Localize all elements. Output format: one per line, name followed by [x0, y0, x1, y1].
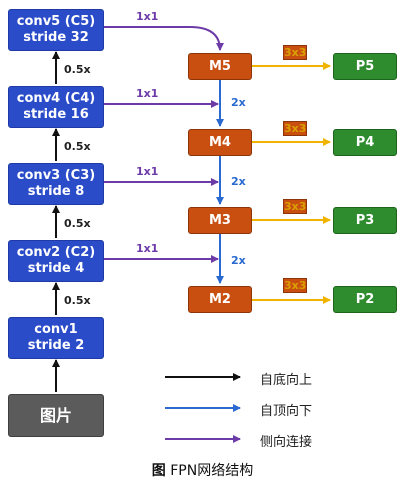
- merge-node-m5-label: M5: [209, 58, 231, 74]
- input-image-label: 图片: [39, 405, 72, 425]
- figure-caption: 图 FPN网络结构: [0, 460, 405, 480]
- input-image-box: 图片: [8, 394, 104, 437]
- merge-node-m2: M2: [188, 286, 252, 313]
- output-node-p3-label: P3: [355, 212, 375, 228]
- backbone-conv1-name: conv1: [34, 322, 78, 337]
- merge-node-m4-label: M4: [209, 134, 231, 150]
- merge-node-m5: M5: [188, 53, 252, 80]
- merge-node-m3-label: M3: [209, 212, 231, 228]
- merge-node-m2-label: M2: [209, 291, 231, 307]
- downsample-label-c4-c5: 0.5x: [64, 63, 91, 76]
- figure-caption-prefix: 图: [151, 463, 166, 479]
- output-node-p5-label: P5: [355, 58, 375, 74]
- backbone-conv4-stride: stride 16: [23, 107, 89, 122]
- downsample-label-c1-c2: 0.5x: [64, 294, 91, 307]
- lateral-label-c3: 1x1: [136, 165, 159, 178]
- backbone-conv2-name: conv2 (C2): [16, 245, 96, 260]
- output-node-p2-label: P2: [355, 291, 375, 307]
- conv-label-p4: 3x3: [283, 121, 308, 136]
- output-node-p3: P3: [333, 207, 397, 234]
- downsample-label-c3-c4: 0.5x: [64, 140, 91, 153]
- figure-caption-text: FPN网络结构: [165, 463, 254, 479]
- backbone-conv1: conv1 stride 2: [8, 317, 104, 359]
- upsample-label-m4-m3: 2x: [231, 175, 246, 188]
- lateral-arrow-c5-m5: [104, 26, 224, 51]
- lateral-label-c5: 1x1: [136, 10, 159, 23]
- conv-label-p3: 3x3: [283, 199, 308, 214]
- legend-label-top-down: 自顶向下: [260, 404, 313, 419]
- upsample-label-m3-m2: 2x: [231, 254, 246, 267]
- backbone-conv2-stride: stride 4: [27, 261, 85, 276]
- backbone-conv3: conv3 (C3) stride 8: [8, 163, 104, 205]
- output-node-p4: P4: [333, 129, 397, 156]
- lateral-label-c2: 1x1: [136, 242, 159, 255]
- lateral-label-c4: 1x1: [136, 87, 159, 100]
- conv-label-p2: 3x3: [283, 278, 308, 293]
- backbone-conv5-stride: stride 32: [23, 30, 89, 45]
- upsample-label-m5-m4: 2x: [231, 96, 246, 109]
- conv-label-p5: 3x3: [283, 45, 308, 60]
- merge-node-m3: M3: [188, 207, 252, 234]
- downsample-label-c2-c3: 0.5x: [64, 217, 91, 230]
- backbone-conv4-name: conv4 (C4): [16, 91, 96, 106]
- backbone-conv3-stride: stride 8: [27, 184, 85, 199]
- backbone-conv5: conv5 (C5) stride 32: [8, 9, 104, 51]
- backbone-conv3-name: conv3 (C3): [16, 168, 96, 183]
- output-node-p2: P2: [333, 286, 397, 313]
- legend-label-bottom-up: 自底向上: [260, 373, 313, 388]
- legend-label-lateral: 侧向连接: [260, 435, 313, 450]
- backbone-conv5-name: conv5 (C5): [16, 14, 96, 29]
- merge-node-m4: M4: [188, 129, 252, 156]
- output-node-p5: P5: [333, 53, 397, 80]
- backbone-conv4: conv4 (C4) stride 16: [8, 86, 104, 128]
- backbone-conv2: conv2 (C2) stride 4: [8, 240, 104, 282]
- backbone-conv1-stride: stride 2: [27, 338, 85, 353]
- output-node-p4-label: P4: [355, 134, 375, 150]
